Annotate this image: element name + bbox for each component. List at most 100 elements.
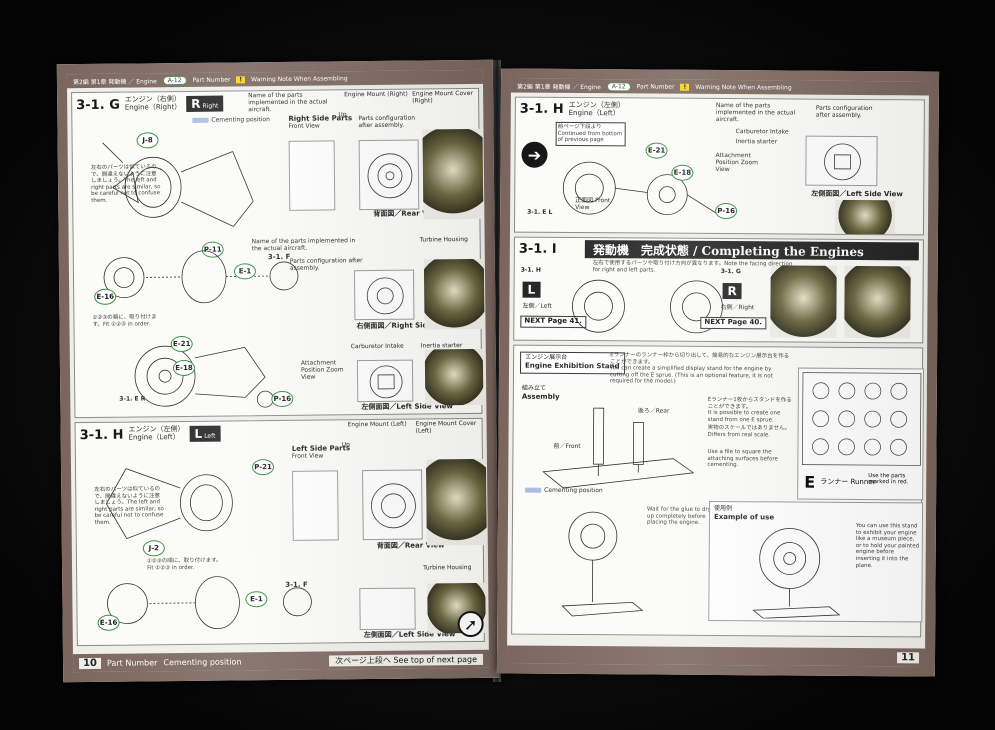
part-callout-p16-r: P-16	[715, 202, 738, 220]
left-side-jp-h: 左側面図／	[363, 630, 399, 640]
similar-parts-note-h: 左右のパーツは似ているので、間違えないように注意しましょう。The left a…	[94, 486, 164, 526]
section-h2-head: 3-1. H エンジン（左側）Engine（Left）	[519, 101, 625, 118]
right-page-footer: 11	[506, 645, 926, 667]
title-en: Engine（Right）	[124, 102, 182, 112]
right-en-i: Right	[738, 304, 755, 312]
front-view-text: Front View	[288, 122, 320, 130]
page-number-left: 10	[78, 657, 102, 669]
left-page: 第2編 第1章 発動機 ／ Engine A-12 Part Number ! …	[56, 59, 500, 683]
parts-name-note-r: Name of the parts implemented in the act…	[715, 101, 796, 123]
step-title-h: エンジン（左側）Engine（Left）	[128, 425, 184, 442]
engine-mount-drawing	[102, 142, 254, 227]
turbine-label-h: Turbine Housing	[423, 563, 472, 572]
part-number-label-r: Part Number	[636, 82, 675, 91]
parts-front-view-box	[288, 140, 336, 211]
badge-letter: R	[191, 96, 201, 111]
side-badge-r-i: R	[722, 283, 742, 300]
part-callout-e18-r: E-18	[671, 164, 694, 181]
next-page-40[interactable]: NEXT Page 40.	[700, 316, 766, 330]
footer-part-label: Part Number	[106, 657, 158, 668]
front-view-label-r: 正面図 Front View	[575, 196, 611, 211]
right-page: 第2編 第1章 発動機 ／ Engine A-12 Part Number ! …	[496, 68, 940, 677]
completed-engines-drawing	[572, 279, 723, 334]
runner-note: Eランナー1枚からスタンドを作ることができます。It is possible t…	[708, 397, 794, 424]
carb-intake-label-r: Carburetor Intake	[735, 128, 789, 136]
parts-front-view-box-h	[292, 470, 339, 541]
left-side-jp-r: 左側面図／	[811, 189, 847, 198]
example-en: Example of use	[713, 512, 775, 522]
left-side-en-r: Left Side View	[846, 189, 903, 199]
engine-photo-rear	[422, 128, 484, 220]
left-label-i: 左側／Left	[522, 302, 552, 311]
section-i-head: 3-1. I	[519, 242, 557, 257]
stand-cement-text: Cementing position	[544, 486, 603, 495]
up-label: Up	[338, 111, 347, 119]
part-callout-j2: J-2	[142, 540, 165, 557]
runner-letter: E	[804, 472, 816, 492]
completing-title: 発動機 完成状態 / Completing the Engines	[584, 240, 919, 261]
right-side-jp: 右側面図／	[356, 321, 392, 331]
next-arrow-icon: ➚	[457, 610, 484, 638]
cement-text: Cementing position	[211, 116, 270, 124]
cement-legend: Cementing position	[192, 116, 270, 125]
sub-e-text-r: 3-1. E	[527, 208, 547, 216]
sub-step-f: 3-1. F	[267, 252, 291, 262]
rear-view-jp: 背面図／	[373, 209, 402, 218]
engine-photo-left	[424, 348, 484, 406]
step-number-h2: 3-1. H	[519, 101, 564, 118]
engine-photo-left-side	[834, 199, 896, 235]
part-number-label: Part Number	[192, 75, 231, 84]
file-note: Use a file to square the attaching surfa…	[707, 448, 778, 469]
stand-desc-jp: Eランナーのランナー枠から切り出して、簡易的なエンジン展示台を作ることができます…	[610, 352, 790, 366]
title-en-h: Engine（Left）	[128, 433, 180, 442]
next-page-note: 次ページ上段へ See top of next page	[328, 653, 484, 666]
parts-config-label-r: Parts configuration after assembly.	[815, 104, 873, 119]
example-jp: 使用例	[714, 504, 733, 513]
left-side-view-box	[356, 359, 414, 403]
engine-mount-left-drawing	[106, 468, 233, 539]
carb-intake-label: Carburetor Intake	[350, 342, 404, 351]
engine-mount-label: Engine Mount (Right)	[344, 90, 408, 99]
next-left-text: NEXT	[524, 316, 546, 325]
footer-cement: Cementing position	[163, 656, 242, 667]
sub-step-g-i: 3-1. G	[720, 268, 741, 276]
continue-arrow-icon: ➔	[521, 141, 548, 168]
attach-zoom-label: Attachment Position Zoom View	[300, 359, 344, 381]
badge-letter-h: L	[194, 426, 203, 441]
stand-description: Eランナーのランナー枠から切り出して、簡易的なエンジン展示台を作ることができます…	[610, 352, 790, 386]
dry-note: Wait for the glue to dry up completely b…	[646, 506, 711, 527]
engine-mount-left-label: Engine Mount (Left)	[347, 420, 407, 429]
sub-step-f-h: 3-1. F	[285, 580, 308, 589]
badge-text-h: Left	[204, 432, 216, 440]
part-number-chip: A-12	[162, 75, 187, 85]
left-side-view-box-r	[805, 135, 878, 187]
up-label-h: Up	[341, 441, 351, 449]
similar-parts-note: 左右のパーツは似ているので、間違えないように注意しましょう。The left a…	[90, 164, 161, 204]
rear-stand-label: 後ろ／Rear	[637, 407, 670, 415]
sub-step-h-i: 3-1. H	[520, 266, 541, 274]
engine-photo-left-rear	[425, 458, 487, 546]
right-side-view-box	[353, 269, 415, 321]
engine-on-stand-drawing	[561, 511, 644, 617]
step-number-h: 3-1. H	[79, 427, 124, 443]
step-title-h2: エンジン（左側）Engine（Left）	[569, 101, 625, 118]
right-page-header: 第2編 第1章 発動機 ／ Engine A-12 Part Number ! …	[510, 78, 930, 96]
assembly-jp: 組み立て	[521, 384, 546, 392]
parts-config-label: Parts configuration after assembly.	[358, 114, 416, 130]
engine-left-detail-drawing	[562, 161, 720, 216]
chapter-title-r: 第2編 第1章 発動機 ／ Engine	[516, 83, 601, 91]
stand-title-jp: エンジン展示台	[525, 353, 568, 361]
left-en-i: Left	[540, 302, 552, 310]
runner-en: It is possible to create one stand from …	[707, 410, 781, 424]
runner-e-diagram: E ランナー Runner Use the parts marked in re…	[797, 367, 925, 501]
left-side-view-box-h	[359, 587, 416, 631]
completed-engine-photo-2	[844, 265, 911, 339]
engine-photo-turbine	[423, 258, 485, 330]
